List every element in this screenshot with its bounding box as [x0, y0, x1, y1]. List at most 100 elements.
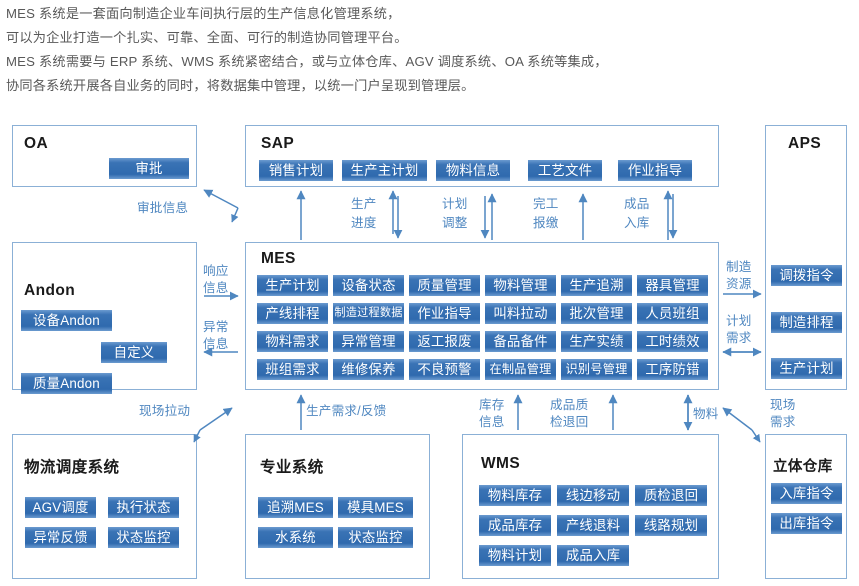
tag-mes-1[interactable]: 设备状态: [333, 275, 404, 296]
tag-mes-12[interactable]: 物料需求: [257, 331, 328, 352]
tag-andon-custom[interactable]: 自定义: [101, 342, 167, 363]
flow-label-site-demand-2: 需求: [770, 415, 796, 429]
tag-mes-16[interactable]: 生产实绩: [561, 331, 632, 352]
tag-professional-water-system[interactable]: 水系统: [258, 527, 333, 548]
tag-sap-work-instruction[interactable]: 作业指导: [618, 160, 692, 181]
box-mes-title: MES: [261, 250, 296, 267]
tag-logistics-status-monitor[interactable]: 状态监控: [108, 527, 179, 548]
tag-mes-10[interactable]: 批次管理: [561, 303, 632, 324]
tag-oa-approval[interactable]: 审批: [109, 158, 189, 179]
flow-label-mfg-resource-2: 资源: [726, 277, 752, 291]
tag-mes-17[interactable]: 工时绩效: [637, 331, 708, 352]
tag-mes-23[interactable]: 工序防错: [637, 359, 708, 380]
tag-logistics-exec-status[interactable]: 执行状态: [108, 497, 179, 518]
intro-line-1: MES 系统是一套面向制造企业车间执行层的生产信息化管理系统，: [6, 6, 401, 21]
flow-label-production-demand-feedback: 生产需求/反馈: [306, 404, 387, 418]
tag-mes-9[interactable]: 叫料拉动: [485, 303, 556, 324]
tag-mes-3[interactable]: 物料管理: [485, 275, 556, 296]
tag-warehouse-outbound[interactable]: 出库指令: [771, 513, 842, 534]
flow-label-exception-info-1: 异常: [203, 320, 229, 334]
tag-aps-mfg-schedule[interactable]: 制造排程: [771, 312, 842, 333]
box-oa[interactable]: OA 审批: [12, 125, 197, 187]
architecture-diagram: OA 审批 Andon 设备Andon 自定义 质量Andon SAP 销售计划…: [0, 112, 859, 586]
box-logistics-title: 物流调度系统: [24, 459, 120, 476]
tag-wms-3[interactable]: 成品库存: [479, 515, 551, 536]
tag-sap-sales-plan[interactable]: 销售计划: [259, 160, 333, 181]
flow-label-finished-inbound-2: 入库: [624, 216, 650, 230]
box-aps[interactable]: APS 调拨指令 制造排程 生产计划: [765, 125, 847, 390]
intro-line-3: MES 系统需要与 ERP 系统、WMS 系统紧密结合，或与立体仓库、AGV 调…: [6, 54, 608, 69]
tag-wms-4[interactable]: 产线退料: [557, 515, 629, 536]
tag-andon-quality[interactable]: 质量Andon: [21, 373, 112, 394]
arrow-layer: [193, 189, 762, 443]
tag-professional-status-monitor[interactable]: 状态监控: [338, 527, 413, 548]
box-wms-title: WMS: [481, 455, 521, 472]
tag-mes-8[interactable]: 作业指导: [409, 303, 480, 324]
tag-wms-2[interactable]: 质检退回: [635, 485, 707, 506]
intro-paragraph: MES 系统是一套面向制造企业车间执行层的生产信息化管理系统， 可以为企业打造一…: [6, 2, 852, 98]
tag-mes-14[interactable]: 返工报废: [409, 331, 480, 352]
flow-label-response-info-2: 信息: [203, 281, 229, 295]
tag-sap-master-plan[interactable]: 生产主计划: [342, 160, 427, 181]
intro-line-2: 可以为企业打造一个扎实、可靠、全面、可行的制造协同管理平台。: [6, 30, 408, 45]
flow-label-production-progress-1: 生产: [351, 197, 377, 211]
flow-label-fg-qc-return-1: 成品质: [550, 398, 589, 412]
flow-label-site-demand-1: 现场: [770, 398, 796, 412]
tag-professional-mold-mes[interactable]: 模具MES: [338, 497, 413, 518]
box-warehouse-title: 立体仓库: [773, 459, 833, 475]
flow-label-completion-report-2: 报缴: [533, 216, 559, 230]
tag-mes-22[interactable]: 识别号管理: [561, 359, 632, 380]
tag-mes-20[interactable]: 不良预警: [409, 359, 480, 380]
flow-label-mfg-resource-1: 制造: [726, 260, 752, 274]
box-sap-title: SAP: [261, 135, 295, 152]
flow-label-approval-info: 审批信息: [137, 201, 189, 215]
tag-aps-production-plan[interactable]: 生产计划: [771, 358, 842, 379]
box-andon-title: Andon: [24, 282, 76, 299]
tag-logistics-exception-feedback[interactable]: 异常反馈: [25, 527, 96, 548]
tag-wms-5[interactable]: 线路规划: [635, 515, 707, 536]
box-sap[interactable]: SAP 销售计划 生产主计划 物料信息 工艺文件 作业指导: [245, 125, 719, 187]
box-mes[interactable]: MES 生产计划 设备状态 质量管理 物料管理 生产追溯 器具管理 产线排程 制…: [245, 242, 719, 390]
flow-label-inventory-info-1: 库存: [479, 398, 505, 412]
flow-label-material: 物料: [693, 407, 719, 421]
tag-sap-process-doc[interactable]: 工艺文件: [528, 160, 602, 181]
tag-wms-7[interactable]: 成品入库: [557, 545, 629, 566]
tag-wms-1[interactable]: 线边移动: [557, 485, 629, 506]
tag-mes-2[interactable]: 质量管理: [409, 275, 480, 296]
flow-label-site-pull: 现场拉动: [139, 404, 191, 418]
tag-mes-6[interactable]: 产线排程: [257, 303, 328, 324]
tag-mes-5[interactable]: 器具管理: [637, 275, 708, 296]
tag-mes-7[interactable]: 制造过程数据: [333, 303, 404, 324]
flow-label-exception-info-2: 信息: [203, 337, 229, 351]
tag-warehouse-inbound[interactable]: 入库指令: [771, 483, 842, 504]
box-aps-title: APS: [788, 135, 822, 152]
tag-professional-trace-mes[interactable]: 追溯MES: [258, 497, 333, 518]
box-stereo-warehouse[interactable]: 立体仓库 入库指令 出库指令: [765, 434, 847, 579]
flow-label-plan-adjust-1: 计划: [442, 197, 468, 211]
tag-andon-equipment[interactable]: 设备Andon: [21, 310, 112, 331]
tag-mes-19[interactable]: 维修保养: [333, 359, 404, 380]
flow-label-inventory-info-2: 信息: [479, 415, 505, 429]
tag-mes-4[interactable]: 生产追溯: [561, 275, 632, 296]
box-professional-systems[interactable]: 专业系统 追溯MES 模具MES 水系统 状态监控: [245, 434, 430, 579]
tag-mes-21[interactable]: 在制品管理: [485, 359, 556, 380]
tag-mes-15[interactable]: 备品备件: [485, 331, 556, 352]
box-wms[interactable]: WMS 物料库存 线边移动 质检退回 成品库存 产线退料 线路规划 物料计划 成…: [462, 434, 719, 579]
tag-wms-6[interactable]: 物料计划: [479, 545, 551, 566]
tag-logistics-agv[interactable]: AGV调度: [25, 497, 96, 518]
box-oa-title: OA: [24, 135, 49, 152]
box-andon[interactable]: Andon 设备Andon 自定义 质量Andon: [12, 242, 197, 394]
flow-label-plan-demand-1: 计划: [726, 314, 752, 328]
tag-mes-11[interactable]: 人员班组: [637, 303, 708, 324]
flow-label-production-progress-2: 进度: [351, 216, 377, 230]
tag-mes-18[interactable]: 班组需求: [257, 359, 328, 380]
tag-aps-transfer-order[interactable]: 调拨指令: [771, 265, 842, 286]
flow-label-response-info-1: 响应: [203, 264, 229, 278]
tag-wms-0[interactable]: 物料库存: [479, 485, 551, 506]
tag-mes-13[interactable]: 异常管理: [333, 331, 404, 352]
box-logistics-dispatch[interactable]: 物流调度系统 AGV调度 执行状态 异常反馈 状态监控: [12, 434, 197, 579]
flow-label-plan-adjust-2: 调整: [442, 216, 468, 230]
tag-sap-material-info[interactable]: 物料信息: [436, 160, 510, 181]
box-professional-title: 专业系统: [260, 459, 324, 476]
tag-mes-0[interactable]: 生产计划: [257, 275, 328, 296]
